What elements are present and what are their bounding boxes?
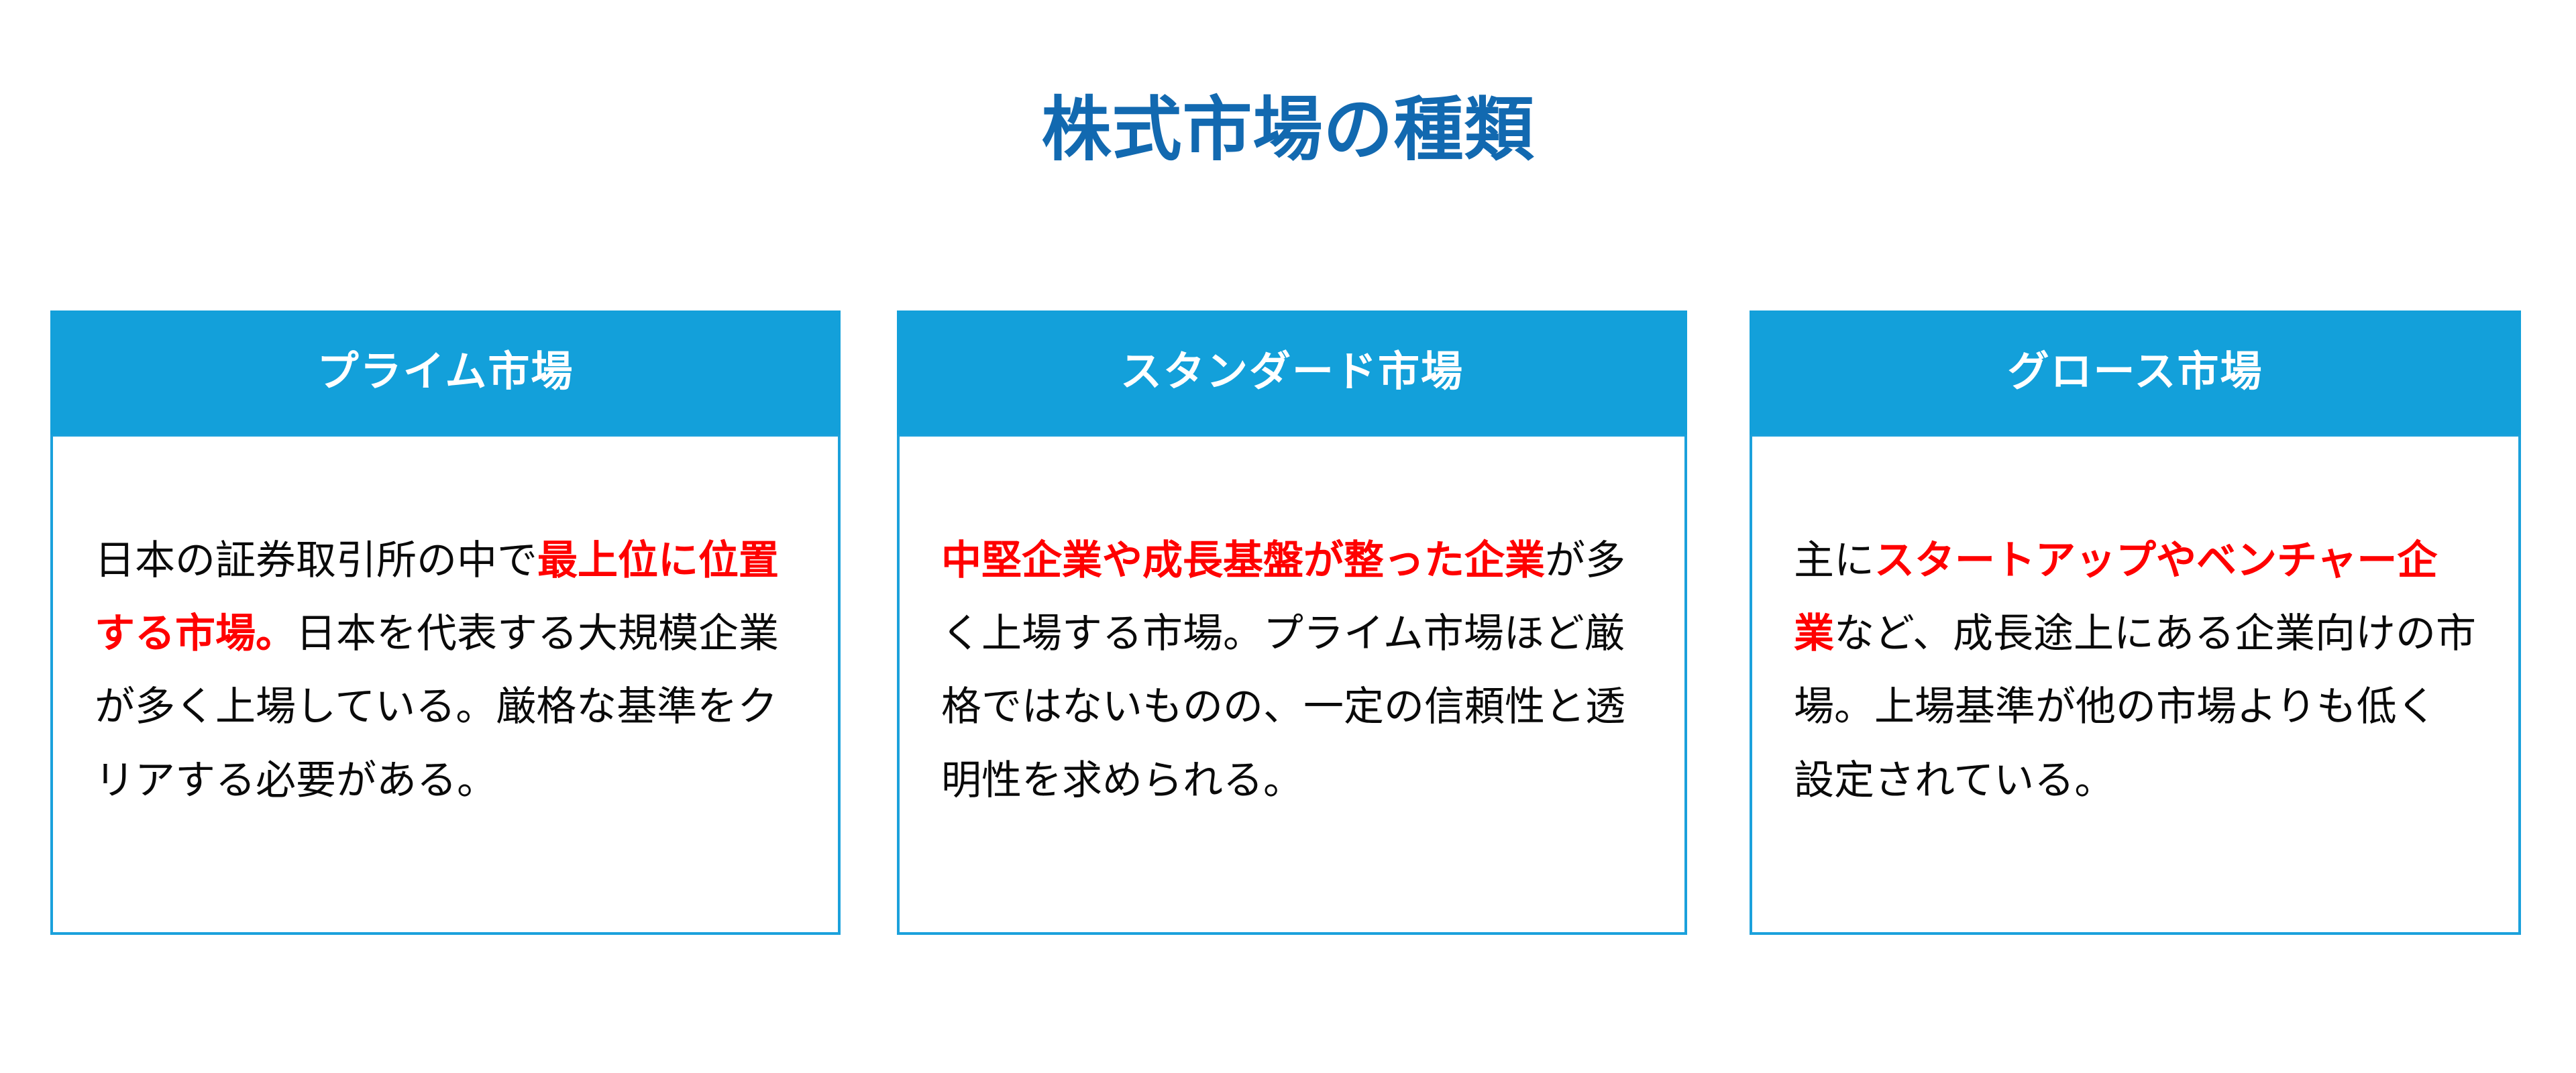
- card-body-growth: 主にスタートアップやベンチャー企業など、成長途上にある企業向けの市場。上場基準が…: [1750, 435, 2521, 935]
- card-header-standard: スタンダード市場: [897, 310, 1687, 435]
- text-segment-highlight: スタートアップやベンチャー企業: [1794, 538, 2438, 657]
- text-segment-plain-tail: など、成長途上にある企業向けの市場。上場基準が他の市場よりも低く設定されている。: [1794, 611, 2476, 803]
- card-header-label-standard: スタンダード市場: [1120, 349, 1464, 396]
- page-title: 株式市場の種類: [1041, 91, 1535, 169]
- card-body-text-prime: 日本の証券取引所の中で最上位に位置する市場。日本を代表する大規模企業が多く上場し…: [95, 524, 796, 817]
- card-body-standard: 中堅企業や成長基盤が整った企業が多く上場する市場。プライム市場ほど厳格ではないも…: [897, 435, 1687, 935]
- text-segment-highlight: 最上位に位置する市場。: [95, 538, 779, 657]
- text-segment-plain-tail: が多く上場する市場。プライム市場ほど厳格ではないものの、一定の信頼性と透明性を求…: [941, 538, 1625, 803]
- card-body-text-growth: 主にスタートアップやベンチャー企業など、成長途上にある企業向けの市場。上場基準が…: [1794, 524, 2477, 817]
- market-card-prime: プライム市場 日本の証券取引所の中で最上位に位置する市場。日本を代表する大規模企…: [50, 310, 841, 935]
- card-header-growth: グロース市場: [1750, 310, 2521, 435]
- card-header-label-prime: プライム市場: [317, 349, 574, 396]
- text-segment-highlight: 中堅企業や成長基盤が整った企業: [941, 538, 1545, 583]
- market-card-growth: グロース市場 主にスタートアップやベンチャー企業など、成長途上にある企業向けの市…: [1750, 310, 2521, 935]
- card-body-prime: 日本の証券取引所の中で最上位に位置する市場。日本を代表する大規模企業が多く上場し…: [50, 435, 841, 935]
- card-header-prime: プライム市場: [50, 310, 841, 435]
- card-body-text-standard: 中堅企業や成長基盤が整った企業が多く上場する市場。プライム市場ほど厳格ではないも…: [941, 524, 1643, 817]
- card-header-label-growth: グロース市場: [2007, 349, 2263, 396]
- text-segment-plain-tail: 日本を代表する大規模企業が多く上場している。厳格な基準をクリアする必要がある。: [95, 611, 779, 803]
- text-segment-plain-lead: 日本の証券取引所の中で: [95, 538, 537, 583]
- text-segment-plain-lead: 主に: [1794, 538, 1874, 583]
- market-cards-container: プライム市場 日本の証券取引所の中で最上位に位置する市場。日本を代表する大規模企…: [0, 310, 2576, 938]
- market-card-standard: スタンダード市場 中堅企業や成長基盤が整った企業が多く上場する市場。プライム市場…: [897, 310, 1687, 935]
